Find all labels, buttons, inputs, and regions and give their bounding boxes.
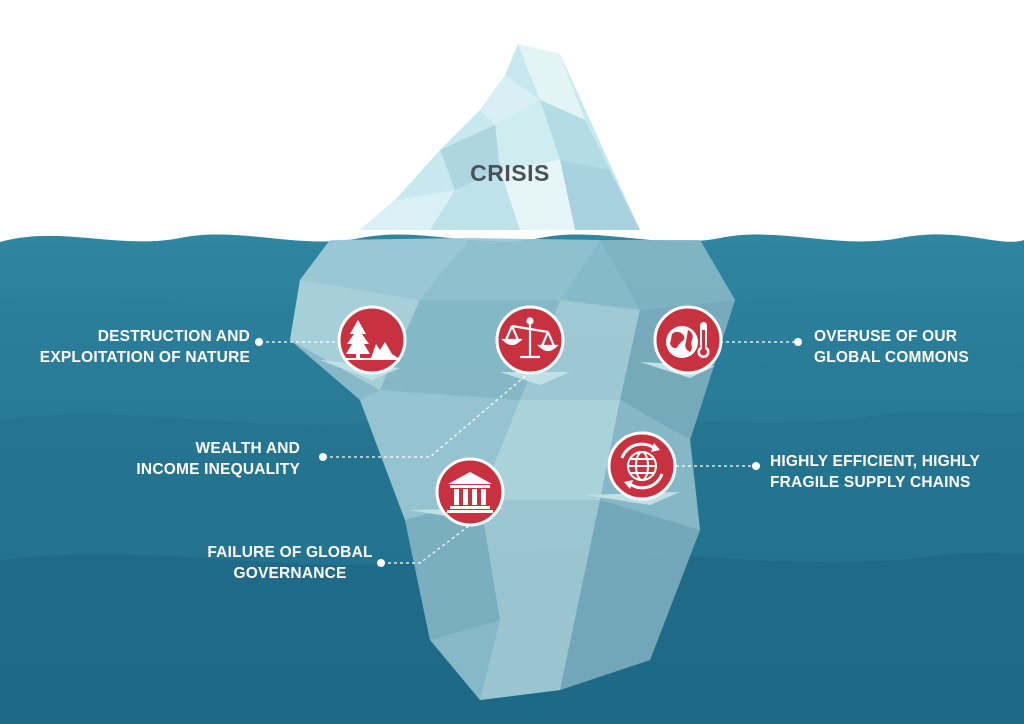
scales-icon — [501, 317, 559, 359]
globe-arrows-icon — [620, 442, 664, 490]
label-governance: FAILURE OF GLOBAL GOVERNANCE — [200, 542, 380, 584]
label-supply: HIGHLY EFFICIENT, HIGHLY FRAGILE SUPPLY … — [770, 451, 1010, 493]
label-commons-line2: GLOBAL COMMONS — [814, 349, 969, 366]
crisis-title: CRISIS — [470, 160, 550, 186]
label-inequality-line2: INCOME INEQUALITY — [136, 461, 300, 478]
label-nature-line1: DESTRUCTION AND — [97, 328, 250, 345]
label-commons-line1: OVERUSE OF OUR — [814, 328, 958, 345]
label-inequality-line1: WEALTH AND — [195, 440, 300, 457]
connector-lines — [260, 341, 798, 564]
badge-nature — [337, 305, 407, 375]
label-nature: DESTRUCTION AND EXPLOITATION OF NATURE — [30, 326, 250, 368]
label-governance-line2: GOVERNANCE — [233, 565, 347, 582]
badge-inequality — [495, 305, 565, 375]
label-inequality: WEALTH AND INCOME INEQUALITY — [100, 438, 300, 480]
globe-thermometer-icon — [666, 322, 710, 358]
institution-icon — [447, 472, 493, 513]
tree-landscape-icon — [346, 320, 398, 360]
label-supply-line1: HIGHLY EFFICIENT, HIGHLY — [770, 453, 981, 470]
label-supply-line2: FRAGILE SUPPLY CHAINS — [770, 474, 971, 491]
label-nature-line2: EXPLOITATION OF NATURE — [39, 349, 250, 366]
badge-supply — [607, 431, 677, 501]
iceberg-tip — [360, 44, 640, 230]
badge-commons — [653, 305, 723, 375]
label-governance-line1: FAILURE OF GLOBAL — [207, 544, 373, 561]
connector-governance — [382, 524, 471, 564]
badge-governance — [435, 457, 505, 527]
connector-inequality — [324, 371, 531, 458]
label-commons: OVERUSE OF OUR GLOBAL COMMONS — [814, 326, 1014, 368]
connector-dots — [255, 338, 802, 567]
